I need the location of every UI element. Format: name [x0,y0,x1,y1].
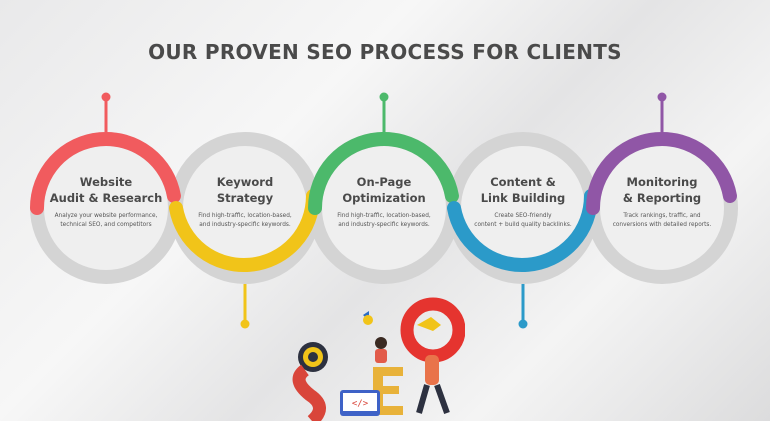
step-title: Content &Link Building [480,175,566,205]
svg-text:</>: </> [352,399,369,409]
step-dot [240,319,250,329]
step-dot [101,92,111,102]
step-description: Find high-traffic, location-based,and in… [337,213,431,228]
monitor-icon: </> [340,390,380,416]
seo-illustration: </> [292,297,465,421]
letter-e [373,367,403,415]
step-dot [518,319,528,329]
target-icon [298,342,328,372]
step-description: Analyze your website performance,technic… [54,213,158,228]
page-title: OUR PROVEN SEO PROCESS FOR CLIENTS [148,40,622,64]
person [425,355,439,385]
step-arc [586,132,737,215]
step-title: Monitoring& Reporting [622,175,702,205]
step-arc [447,189,598,273]
step-5: Monitoring& Reporting Track rankings, tr… [597,174,727,229]
step-description: Find high-traffic, location-based,and in… [198,213,292,228]
megaphone-icon [417,317,441,331]
step-arc [169,189,320,273]
lightbulb-icon [363,315,373,325]
step-dot [657,92,667,102]
step-dot [379,92,389,102]
letter-s [292,364,326,421]
step-4: Content &Link Building Create SEO-friend… [458,174,588,229]
person-sitting [375,337,387,349]
step-arc [308,132,459,215]
step-arc [30,132,181,215]
